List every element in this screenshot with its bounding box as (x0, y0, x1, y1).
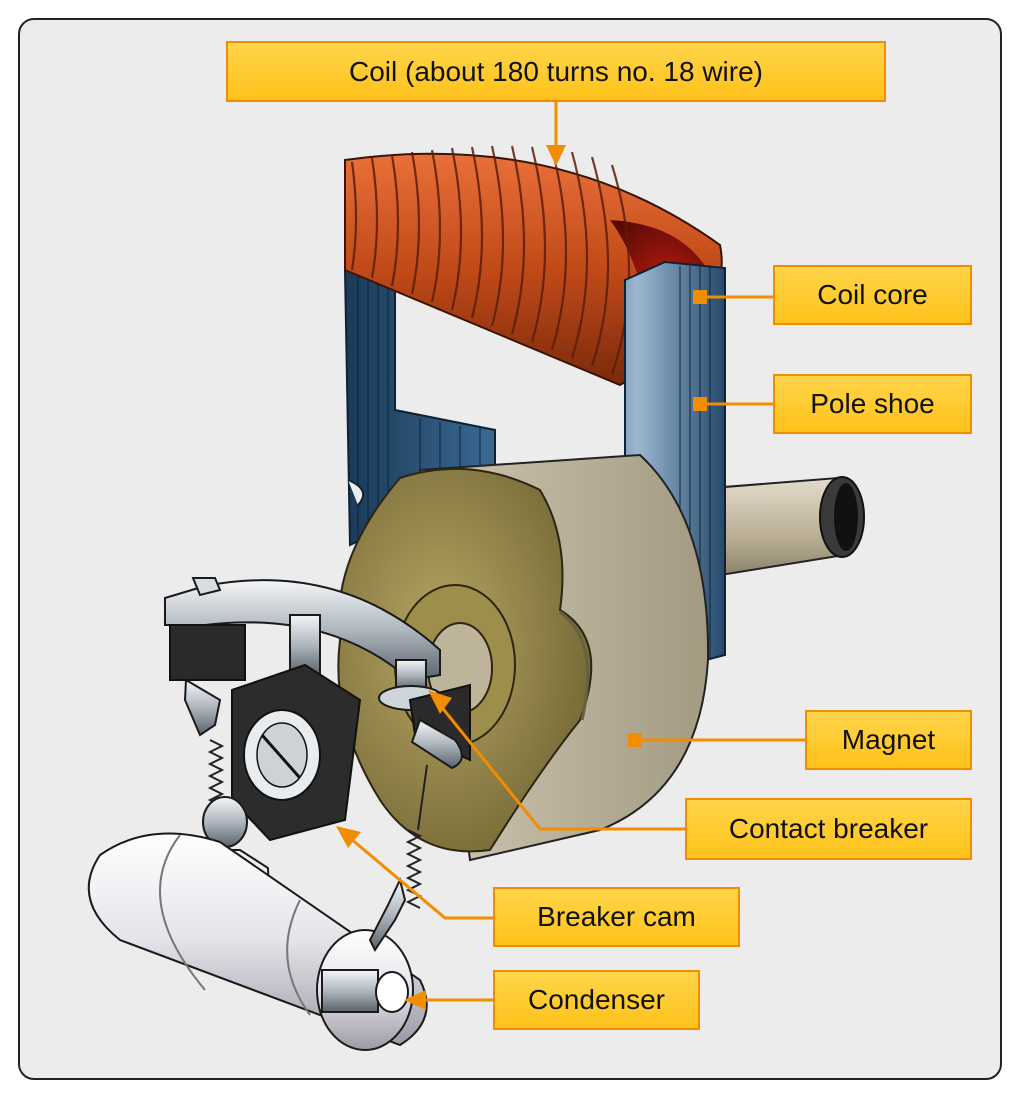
label-condenser: Condenser (493, 970, 700, 1030)
label-coil-core: Coil core (773, 265, 972, 325)
label-pole-shoe: Pole shoe (773, 374, 972, 434)
arrowhead-contact-breaker (428, 690, 452, 714)
arrowhead-condenser (404, 990, 426, 1010)
dot-pole-shoe (693, 397, 707, 411)
label-magnet: Magnet (805, 710, 972, 770)
dot-coil-core (693, 290, 707, 304)
breaker-assembly (164, 577, 471, 909)
label-coil: Coil (about 180 turns no. 18 wire) (226, 41, 886, 102)
dot-magnet (628, 733, 642, 747)
label-contact-breaker: Contact breaker (685, 798, 972, 860)
arrowhead-coil (546, 145, 566, 166)
rotating-magnet (337, 453, 710, 862)
leader-lines (336, 100, 805, 1010)
leader-breaker-cam (349, 836, 493, 920)
label-breaker-cam: Breaker cam (493, 887, 740, 947)
arrowhead-breaker-cam (336, 826, 361, 848)
leader-contact-breaker (438, 704, 685, 831)
condenser-capacitor (87, 796, 428, 1051)
